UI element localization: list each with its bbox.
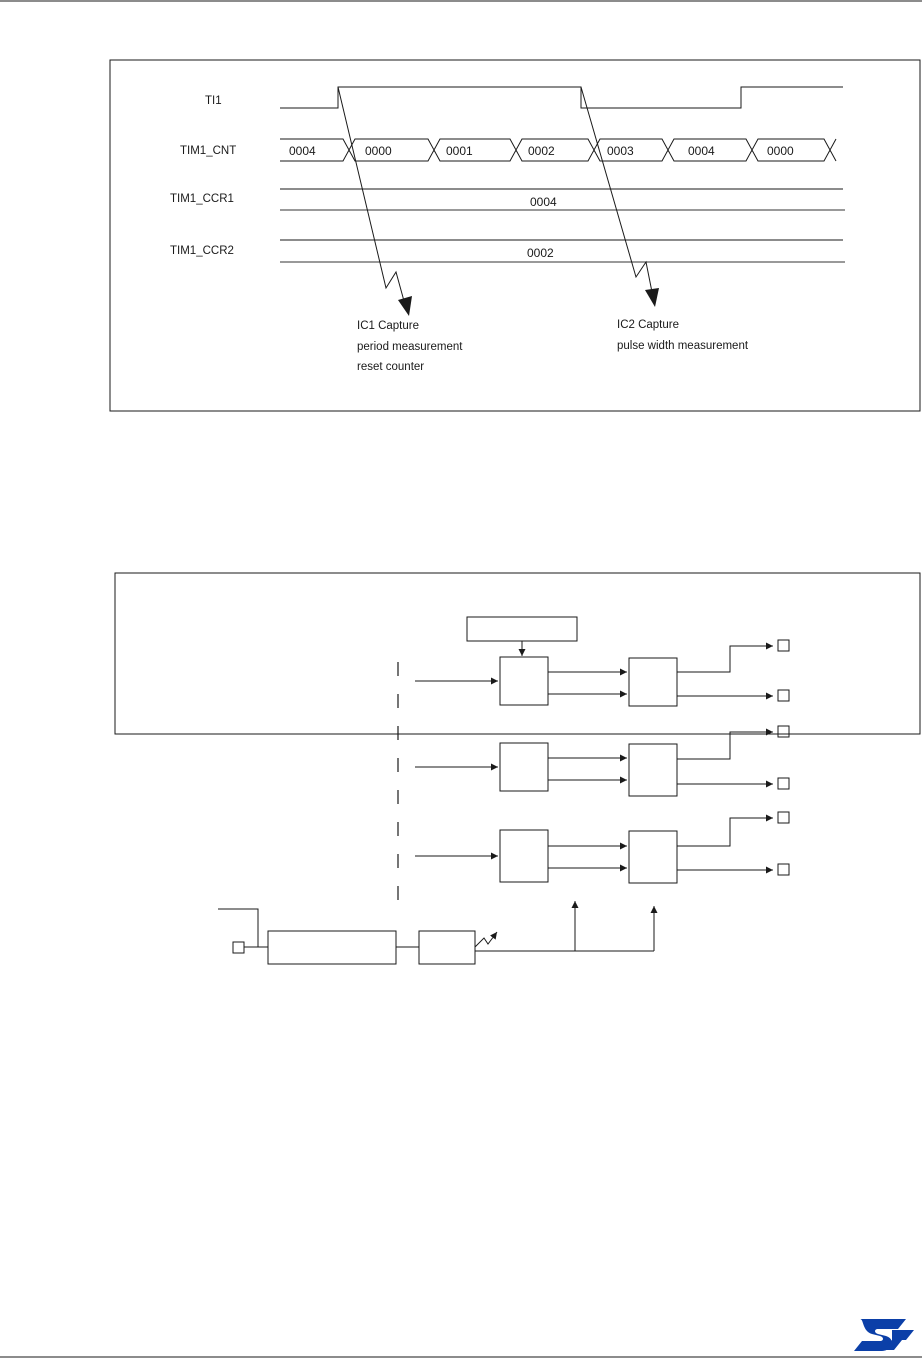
channel-block-a [499,742,549,792]
ic2-capture-arrow [580,86,653,293]
channel-3 [415,811,790,884]
cnt-value: 0004 [289,144,316,158]
channel-block-b [628,657,678,707]
ccr1-label: TIM1_CCR1 [170,193,234,205]
ic1-capture-arrow [337,86,405,302]
output-pin [777,863,790,876]
ccr1-value: 0004 [530,195,557,209]
ccr2-value: 0002 [527,246,554,260]
st-logo-icon [854,1319,914,1351]
cnt-value: 0004 [688,144,715,158]
ic1-note: reset counter [357,361,424,373]
bottom-box-1 [267,930,397,965]
output-pin [777,689,790,702]
ic2-note: pulse width measurement [617,340,749,352]
cnt-label: TIM1_CNT [180,145,236,157]
ic2-capture-arrowhead [645,288,659,307]
output-pin [777,777,790,790]
ic1-note: IC1 Capture [357,320,419,332]
block-diagram [114,572,921,965]
cnt-value: 0003 [607,144,634,158]
clock-input-pin [232,941,245,954]
timing-diagram: TI1 TIM1_CNT TIM1_CCR1 TIM1_CCR2 0004 00… [109,59,921,412]
channel-block-a [499,656,549,706]
channel-1 [415,639,790,707]
ic2-note: IC2 Capture [617,319,679,331]
output-pin [777,811,790,824]
channel-output-arrow [677,728,773,760]
timing-diagram-frame [109,59,921,412]
channel-block-b [628,743,678,797]
bottom-box-2 [418,930,476,965]
cnt-bus-top [280,138,837,152]
cnt-value: 0000 [767,144,794,158]
block-diagram-frame [114,572,921,735]
cnt-bus-bottom [280,148,837,162]
top-control-box [466,616,578,642]
ccr2-label: TIM1_CCR2 [170,245,234,257]
ti1-waveform [280,86,843,109]
output-pin [777,639,790,652]
channel-block-a [499,829,549,883]
clock-zigzag-arrow [474,931,498,948]
channel-block-b [628,830,678,884]
channel-output-arrow [677,814,773,847]
cnt-value: 0000 [365,144,392,158]
ic1-note: period measurement [357,341,463,353]
cnt-value: 0001 [446,144,473,158]
channel-output-arrow [677,642,773,673]
ic1-capture-arrowhead [398,296,412,316]
clock-input-line [218,908,259,947]
cnt-value: 0002 [528,144,555,158]
ti1-label: TI1 [205,95,222,107]
output-pin [777,725,790,738]
channel-2 [415,725,790,797]
